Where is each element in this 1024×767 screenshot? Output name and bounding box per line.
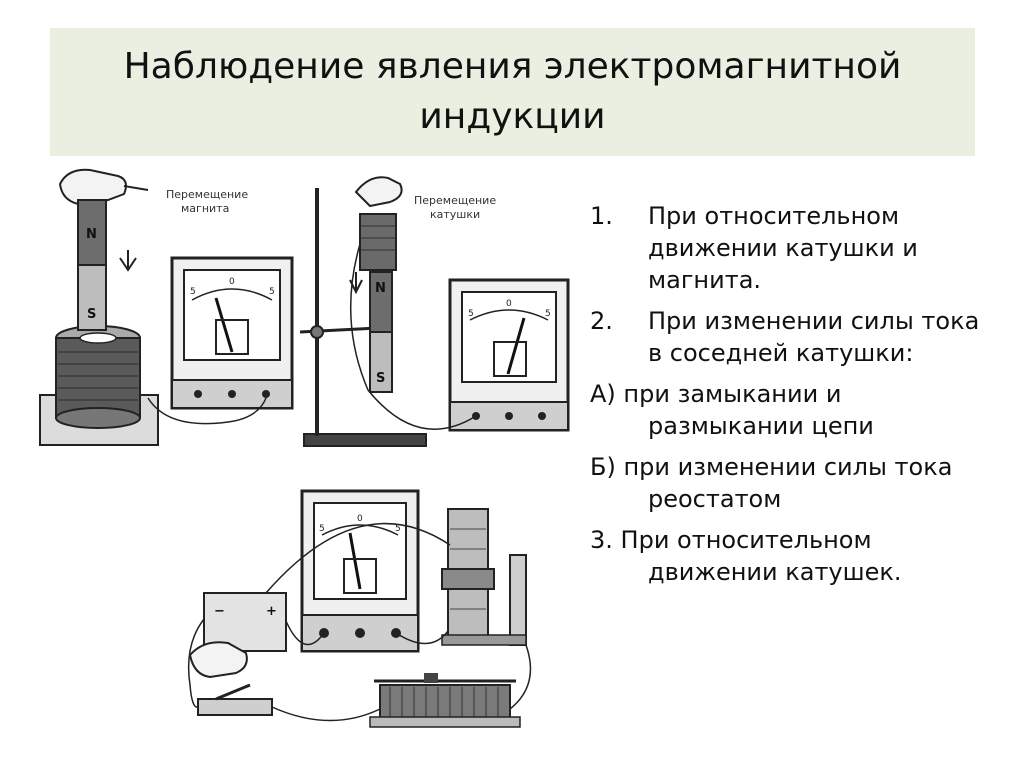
scale-right-2: 5 xyxy=(545,309,551,319)
scale-right-1: 5 xyxy=(269,287,275,297)
list-item-text: при замыкании и размыкании цепи xyxy=(623,380,874,440)
list-item-marker: А) xyxy=(590,380,624,408)
scale-left-3: 5 xyxy=(319,524,325,534)
induction-experiment-top-illustration: N S Перемещение магнита 5 0 5 N S Переме… xyxy=(39,168,570,447)
label-coil-move-2: катушки xyxy=(430,208,480,221)
moving-coil xyxy=(359,213,397,271)
list-item-text: при изменении силы тока реостатом xyxy=(623,453,953,513)
battery-minus: − xyxy=(214,604,225,619)
list-item: 3. При относительном движении катушек. xyxy=(590,524,990,588)
list-item-marker: 3. xyxy=(590,526,621,554)
list-item-text: При изменении силы тока в соседней катуш… xyxy=(648,307,980,367)
scale-right-3: 5 xyxy=(395,524,401,534)
label-magnet-move-2: магнита xyxy=(181,202,229,215)
scale-zero-1: 0 xyxy=(229,277,235,287)
slide-title: Наблюдение явления электромагнитной инду… xyxy=(123,46,902,137)
list-item: 1. При относительном движении катушки и … xyxy=(590,200,990,296)
hand-icon xyxy=(58,168,127,206)
list-item-marker: 2. xyxy=(590,307,613,335)
pole-n-label-2: N xyxy=(375,281,386,296)
galvanometer-needle xyxy=(214,297,234,353)
label-magnet-move-1: Перемещение xyxy=(166,188,248,201)
pole-n-label: N xyxy=(86,227,97,242)
hand-icon xyxy=(188,641,248,679)
title-banner: Наблюдение явления электромагнитной инду… xyxy=(50,28,975,156)
list-item-text: При относительном движении катушек. xyxy=(620,526,902,586)
coil-body xyxy=(55,337,141,419)
induction-conditions-list: 1. При относительном движении катушки и … xyxy=(590,200,990,597)
induction-experiment-bottom-illustration: 5 0 5 + − xyxy=(187,489,532,728)
scale-left-2: 5 xyxy=(468,309,474,319)
pole-s-label-2: S xyxy=(376,371,385,386)
scale-zero-3: 0 xyxy=(357,514,363,524)
label-coil-move-1: Перемещение xyxy=(414,194,496,207)
switch-key xyxy=(197,698,273,716)
scale-left-1: 5 xyxy=(190,287,196,297)
pole-s-label: S xyxy=(87,307,96,322)
list-item-marker: Б) xyxy=(590,453,624,481)
list-item-text: При относительном движении катушки и маг… xyxy=(648,202,918,294)
list-item: А) при замыкании и размыкании цепи xyxy=(590,378,990,442)
scale-zero-2: 0 xyxy=(506,299,512,309)
battery-plus: + xyxy=(266,604,277,619)
rheostat xyxy=(379,684,511,720)
arrow-down-icon xyxy=(119,250,137,272)
lab-stand-base xyxy=(303,433,427,447)
list-item: 2. При изменении силы тока в соседней ка… xyxy=(590,305,990,369)
list-item: Б) при изменении силы тока реостатом xyxy=(590,451,990,515)
list-item-marker: 1. xyxy=(590,202,613,230)
